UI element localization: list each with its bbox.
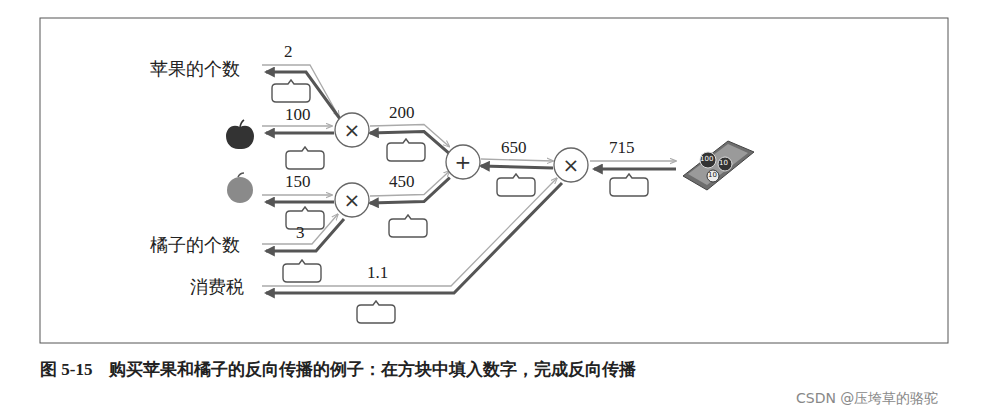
edge-value: 650: [501, 139, 527, 158]
connector: [481, 159, 553, 168]
orange-icon: [227, 173, 253, 203]
connector: [370, 125, 449, 154]
value-number: 1.1: [367, 264, 388, 283]
backward-lines: [266, 72, 676, 293]
apple-icon: [226, 120, 254, 149]
value-number: 150: [285, 173, 311, 192]
operator-symbol: +: [455, 152, 472, 172]
watermark: CSDN @压垮草的骆驼: [796, 391, 938, 406]
operator-symbol: ×: [344, 190, 361, 210]
connector: [370, 171, 450, 203]
input-label: 苹果的个数: [150, 60, 240, 80]
operation-circle: +: [445, 144, 481, 180]
input-label: 橘子的个数: [150, 236, 240, 256]
figure-caption: 图 5-15 购买苹果和橘子的反向传播的例子：在方块中填入数字，完成反向传播: [40, 361, 636, 380]
forward-lines: [262, 65, 676, 286]
coin-value: 100: [700, 156, 713, 164]
coin-value: 10: [719, 160, 728, 168]
operation-circle: ×: [334, 182, 370, 218]
backward-line: [481, 166, 553, 168]
value-number: 715: [609, 139, 635, 158]
operator-symbol: ×: [563, 155, 580, 175]
operator-symbol: ×: [344, 120, 361, 140]
operation-circle: ×: [553, 147, 589, 183]
forward-line: [370, 171, 450, 196]
value-number: 100: [285, 106, 311, 125]
input-label: 消费税: [190, 278, 244, 298]
edge-value: 450: [389, 173, 415, 192]
frame: [40, 18, 948, 343]
operation-circle: ×: [334, 112, 370, 148]
answer-boxes: [272, 80, 648, 323]
backward-line: [370, 132, 449, 154]
money-tray: [683, 141, 754, 190]
coin-value: 10: [708, 172, 717, 180]
value-number: 2: [284, 43, 293, 62]
forward-line: [481, 159, 553, 161]
value-number: 3: [296, 224, 305, 243]
edge-value: 200: [389, 104, 415, 123]
